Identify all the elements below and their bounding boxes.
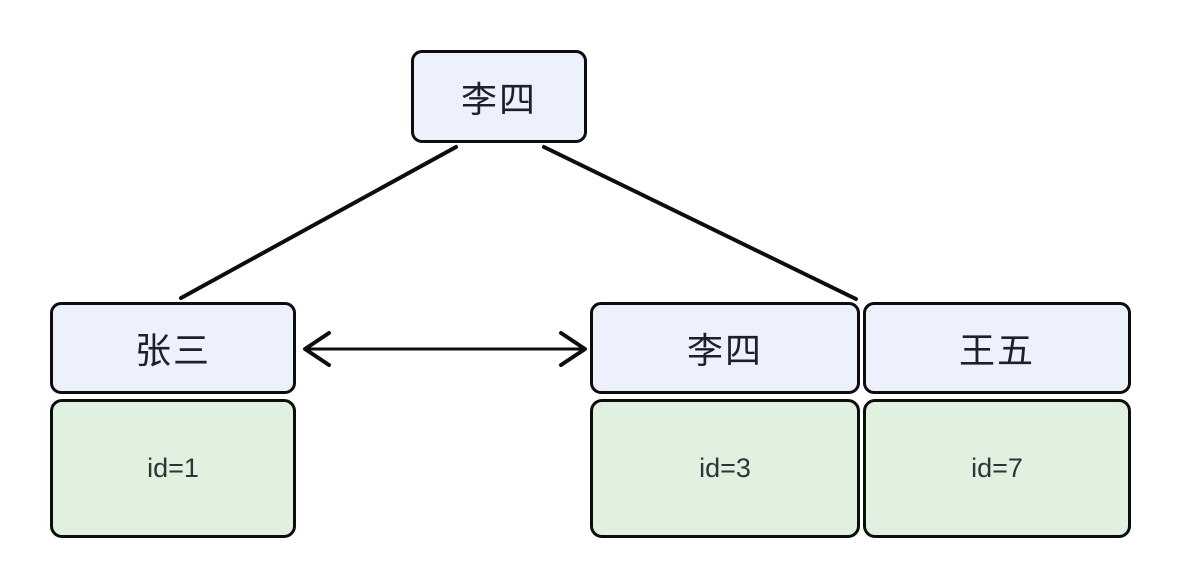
node-lisi-id: id=3: [590, 399, 860, 538]
edge-root-to-left: [179, 145, 458, 300]
node-zhangsan-label: 张三: [134, 330, 211, 371]
node-lisi-label: 李四: [686, 330, 763, 371]
node-lisi: 李四: [590, 302, 860, 394]
node-wangwu-label: 王五: [958, 330, 1035, 371]
arrowhead-right: [559, 331, 587, 367]
node-wangwu-id: id=7: [863, 399, 1131, 538]
edge-root-to-middle: [542, 145, 858, 301]
node-zhangsan-id: id=1: [50, 399, 296, 538]
node-lisi-id-text: id=3: [699, 453, 751, 483]
double-arrow: [303, 331, 587, 367]
node-root-label: 李四: [460, 78, 537, 120]
node-zhangsan-id-text: id=1: [147, 453, 199, 483]
arrowhead-left: [303, 331, 331, 367]
node-wangwu: 王五: [863, 302, 1131, 394]
node-wangwu-id-text: id=7: [971, 453, 1023, 483]
node-zhangsan: 张三: [50, 302, 296, 394]
node-root: 李四: [411, 50, 587, 143]
